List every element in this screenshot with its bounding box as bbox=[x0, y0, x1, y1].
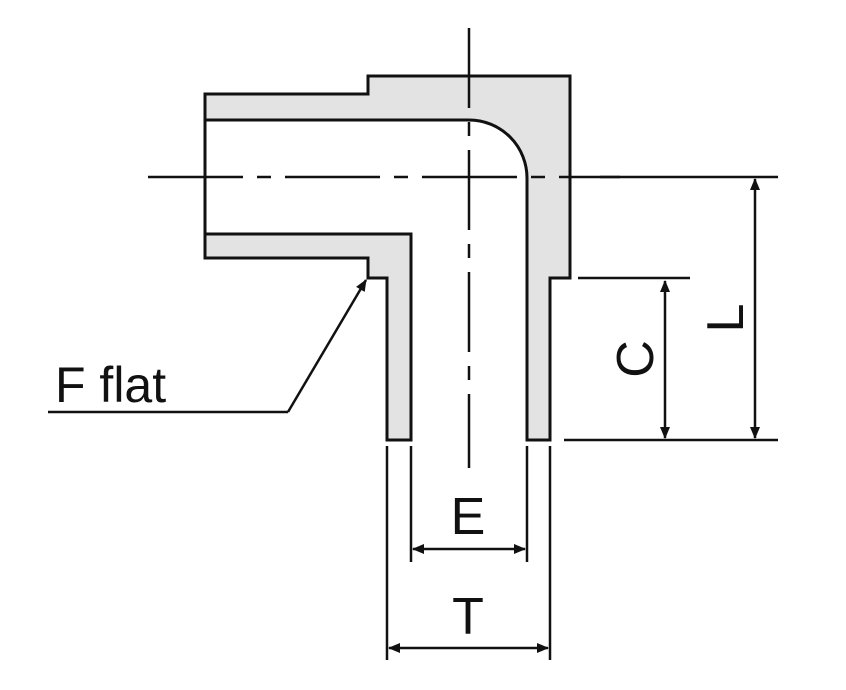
label-t: T bbox=[452, 588, 484, 646]
label-e: E bbox=[451, 488, 486, 546]
f-flat-leader bbox=[286, 279, 368, 413]
label-f-flat: F flat bbox=[55, 357, 166, 413]
label-l: L bbox=[697, 304, 755, 333]
label-c: C bbox=[607, 340, 665, 378]
elbow-inner-wall bbox=[203, 232, 413, 442]
elbow-outer-wall bbox=[203, 74, 572, 442]
